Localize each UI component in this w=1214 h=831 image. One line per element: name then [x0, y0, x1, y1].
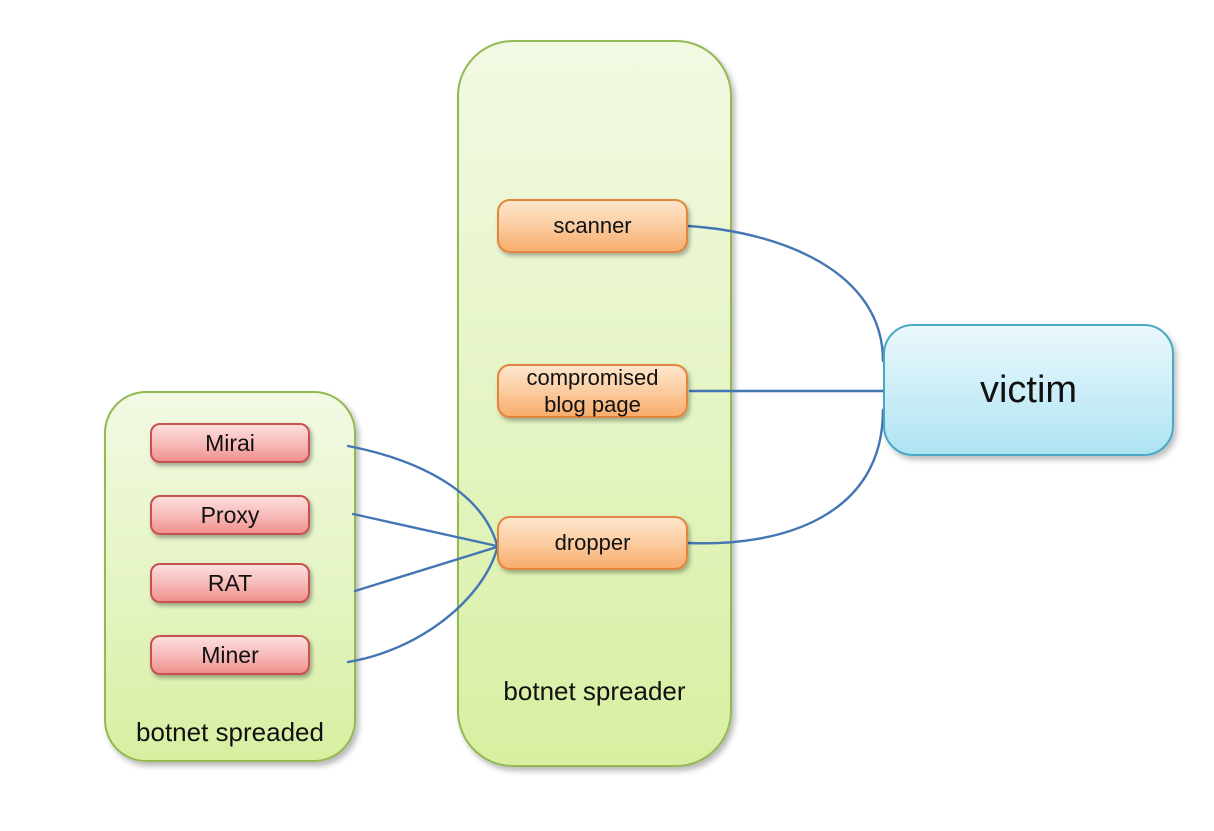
victim-label: victim	[979, 368, 1078, 411]
victim-node: victim	[883, 324, 1174, 456]
connector-dropper-victim	[686, 408, 885, 545]
compromised-blog-page-node: compromised blog page	[497, 364, 688, 418]
botnet-spreaded-label: botnet spreaded	[136, 717, 324, 747]
scanner-label: scanner	[553, 213, 632, 238]
rat-label: RAT	[207, 569, 253, 596]
miner-label: Miner	[201, 641, 259, 668]
compromised-blog-page-label: compromised blog page	[526, 365, 659, 417]
proxy-node: Proxy	[150, 495, 310, 535]
botnet-spreader-label: botnet spreader	[503, 676, 686, 706]
dropper-label: dropper	[554, 530, 631, 555]
dropper-node: dropper	[497, 516, 688, 570]
connector-proxy-dropper	[351, 512, 499, 548]
mirai-label: Mirai	[205, 429, 255, 456]
miner-node: Miner	[150, 635, 310, 675]
connector-rat-dropper	[353, 545, 499, 593]
proxy-label: Proxy	[200, 501, 260, 528]
connector-miner-dropper	[346, 547, 499, 664]
connector-scanner-victim	[686, 224, 885, 363]
scanner-node: scanner	[497, 199, 688, 253]
connector-mirai-dropper	[346, 444, 499, 547]
rat-node: RAT	[150, 563, 310, 603]
mirai-node: Mirai	[150, 423, 310, 463]
